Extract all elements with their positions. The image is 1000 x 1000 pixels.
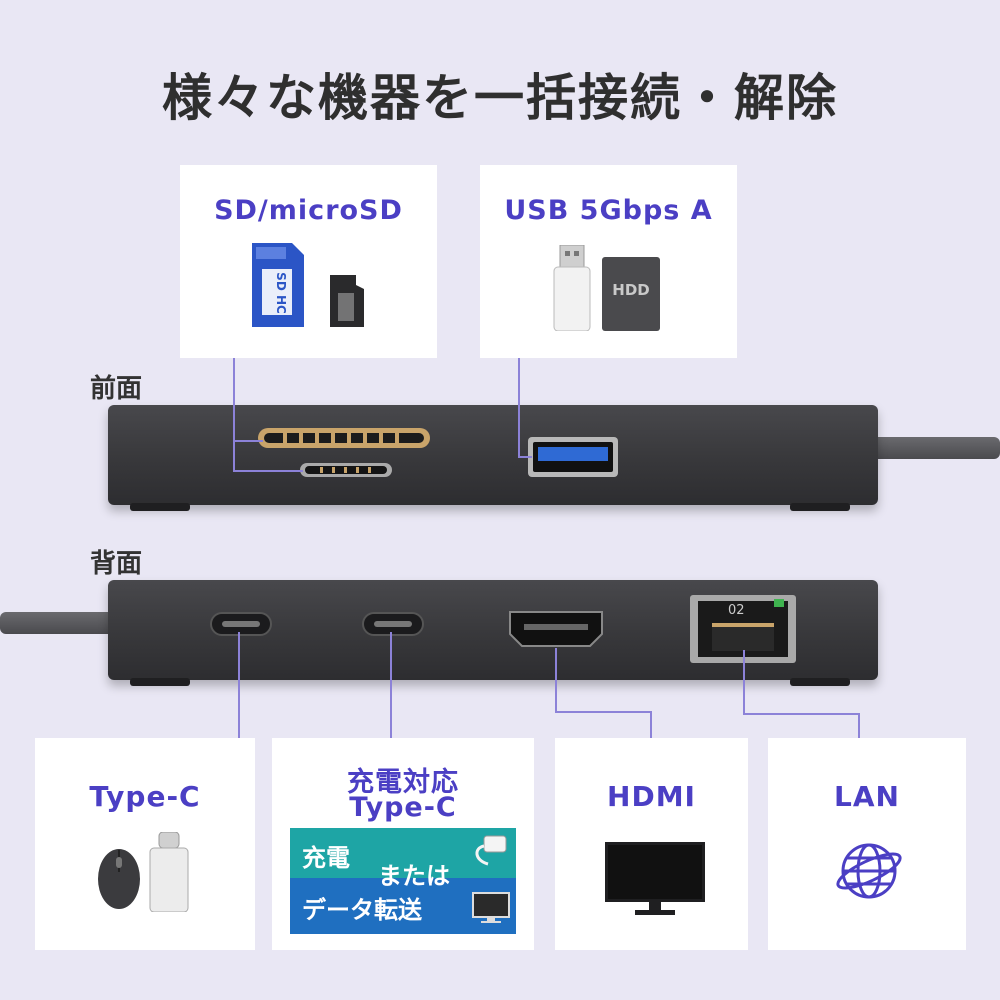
usb-stick-icon: [552, 244, 592, 332]
panel-or-text: または: [378, 862, 450, 890]
charge-data-panel: 充電 または データ転送: [290, 828, 516, 934]
globe-icon: [834, 838, 904, 904]
usb-connector-line: [518, 358, 520, 458]
typec-port-1: [210, 612, 272, 636]
front-foot-left: [130, 503, 190, 511]
back-label: 背面: [90, 549, 143, 579]
typec-connector-line: [238, 632, 240, 738]
back-foot-left: [130, 678, 190, 686]
usb-a-port: [528, 437, 618, 477]
lan-card-label: LAN: [834, 780, 900, 813]
charge-card-label-line2: Type-C: [349, 792, 457, 823]
back-foot-right: [790, 678, 850, 686]
sd-connector-line: [233, 358, 235, 470]
front-foot-right: [790, 503, 850, 511]
typec-card-label: Type-C: [89, 780, 201, 813]
svg-text:SD HC: SD HC: [274, 272, 288, 314]
monitor-small-icon: [472, 892, 510, 924]
usb-card-label: USB 5Gbps A: [504, 195, 713, 226]
back-cable: [0, 612, 120, 634]
panel-data-text: データ転送: [302, 896, 422, 924]
page-title: 様々な機器を一括接続・解除: [162, 69, 838, 127]
usbc-adapter-icon: [148, 831, 190, 913]
sd-card-icon: SD HC: [252, 243, 304, 327]
lan-port-number: 02: [728, 603, 745, 618]
mouse-icon: [97, 848, 141, 910]
hdd-icon: HDD: [602, 257, 660, 331]
hdmi-port: [508, 610, 604, 648]
hdmi-connector-line: [555, 648, 557, 712]
panel-charge-text: 充電: [302, 844, 350, 872]
lan-connector-line: [743, 650, 745, 714]
typec-card-panel: Type-C: [35, 738, 255, 950]
sd-card-label: SD/microSD: [214, 195, 403, 226]
charge-card-label-line1: 充電対応: [347, 767, 459, 798]
microsd-card-icon: [330, 275, 364, 327]
front-device-body: [108, 405, 878, 505]
hdd-label: HDD: [612, 281, 650, 299]
typec-port-2: [362, 612, 424, 636]
hdmi-card-panel: HDMI: [555, 738, 748, 950]
sd-card-panel: SD/microSD SD HC: [180, 165, 437, 358]
charger-icon: [470, 834, 510, 868]
front-cable: [870, 437, 1000, 459]
usb-card-panel: USB 5Gbps A HDD: [480, 165, 737, 358]
charge-connector-line: [390, 632, 392, 738]
sd-slot: [258, 428, 430, 448]
front-label: 前面: [90, 374, 143, 404]
lan-card-panel: LAN: [768, 738, 966, 950]
monitor-icon: [605, 842, 705, 916]
microsd-slot: [300, 462, 392, 477]
charge-card-panel: 充電対応 Type-C 充電 または データ転送: [272, 738, 534, 950]
hdmi-card-label: HDMI: [607, 780, 696, 813]
